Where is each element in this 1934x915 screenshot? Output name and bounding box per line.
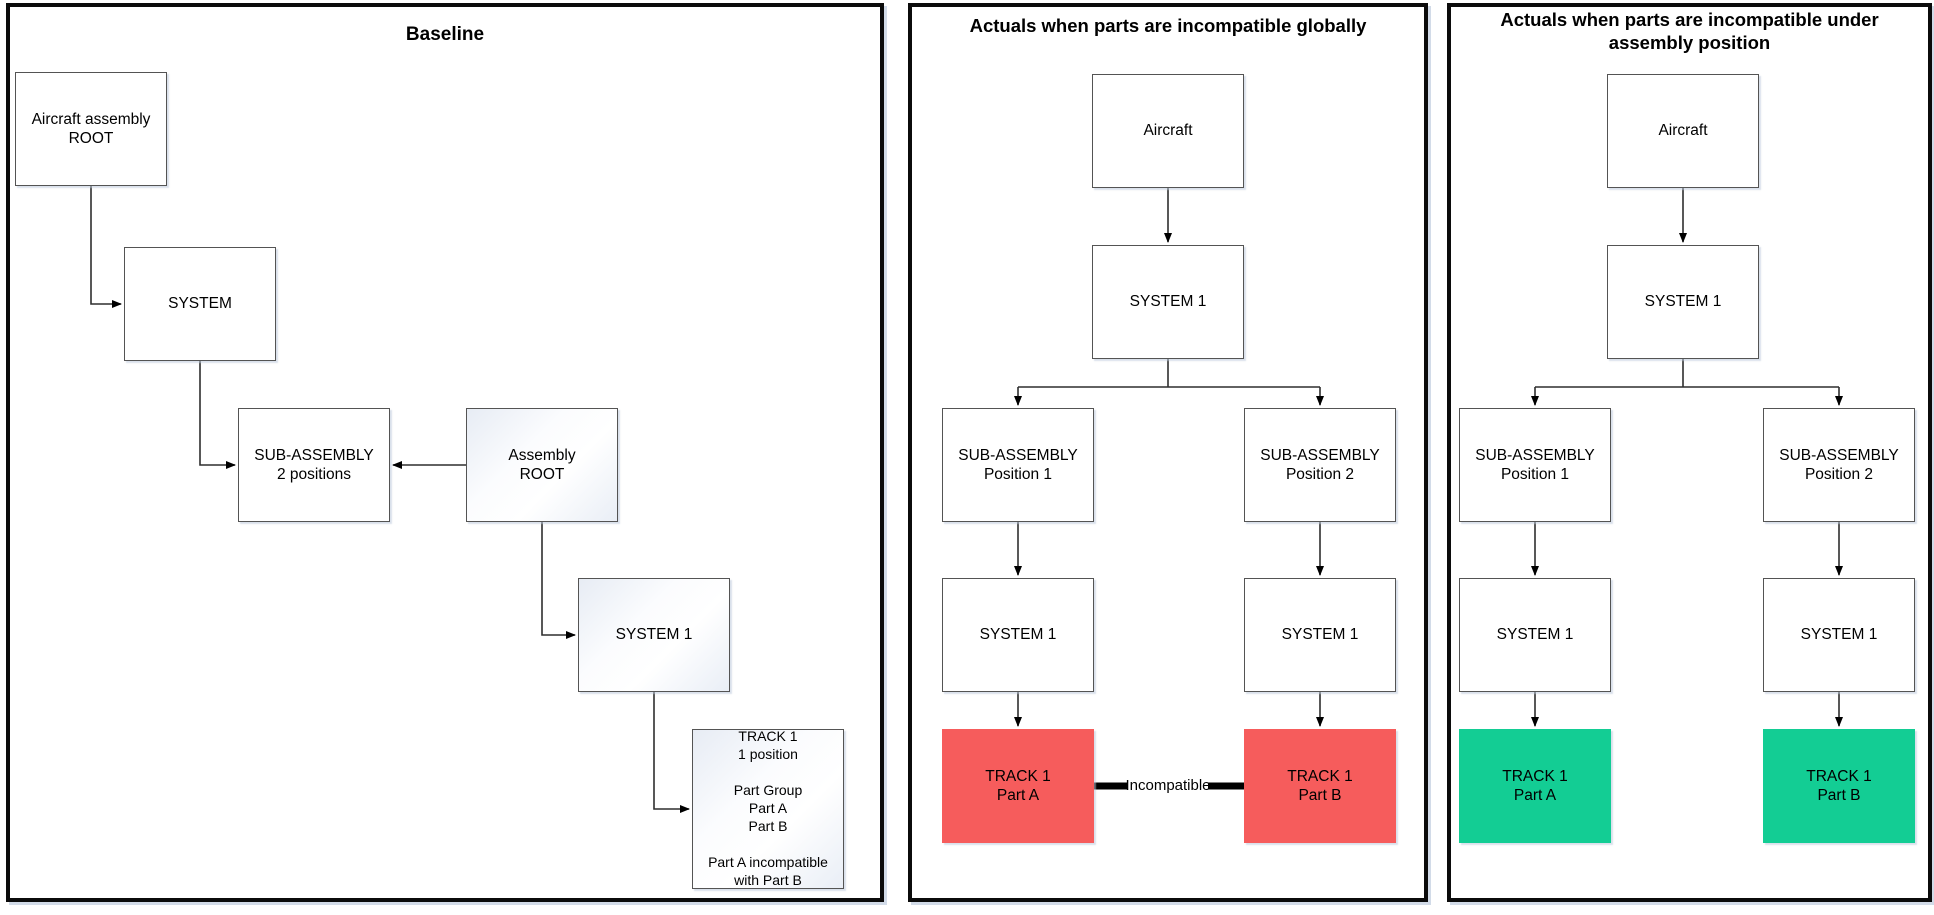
node-sub-assembly-position-1-under: SUB-ASSEMBLY Position 1	[1459, 408, 1611, 522]
node-sub-assembly-2-positions: SUB-ASSEMBLY 2 positions	[238, 408, 390, 522]
node-system-1-position-1-global: SYSTEM 1	[942, 578, 1094, 692]
node-assembly-root: Assembly ROOT	[466, 408, 618, 522]
node-sub-assembly-position-2-global: SUB-ASSEMBLY Position 2	[1244, 408, 1396, 522]
node-system: SYSTEM	[124, 247, 276, 361]
node-system-1-under-position: SYSTEM 1	[1607, 245, 1759, 359]
node-track-1-baseline: TRACK 1 1 position Part Group Part A Par…	[692, 728, 844, 889]
incompatible-edge-label: Incompatible	[1125, 777, 1211, 794]
node-system-1-global: SYSTEM 1	[1092, 245, 1244, 359]
node-system-1-baseline: SYSTEM 1	[578, 578, 730, 692]
node-aircraft-under-position: Aircraft	[1607, 74, 1759, 188]
node-aircraft-assembly-root: Aircraft assembly ROOT	[15, 72, 167, 186]
node-system-1-position-2-under: SYSTEM 1	[1763, 578, 1915, 692]
node-track-1-part-b-compatible: TRACK 1 Part B	[1763, 729, 1915, 843]
node-track-1-part-a-incompatible: TRACK 1 Part A	[942, 729, 1094, 843]
node-system-1-position-2-global: SYSTEM 1	[1244, 578, 1396, 692]
node-sub-assembly-position-2-under: SUB-ASSEMBLY Position 2	[1763, 408, 1915, 522]
node-system-1-position-1-under: SYSTEM 1	[1459, 578, 1611, 692]
node-sub-assembly-position-1-global: SUB-ASSEMBLY Position 1	[942, 408, 1094, 522]
panel-globally-title: Actuals when parts are incompatible glob…	[969, 15, 1367, 36]
panel-under-position-title: Actuals when parts are incompatible unde…	[1500, 9, 1879, 53]
panel-baseline-title: Baseline	[405, 24, 485, 45]
node-track-1-part-a-compatible: TRACK 1 Part A	[1459, 729, 1611, 843]
node-track-1-part-b-incompatible: TRACK 1 Part B	[1244, 729, 1396, 843]
node-aircraft-global: Aircraft	[1092, 74, 1244, 188]
